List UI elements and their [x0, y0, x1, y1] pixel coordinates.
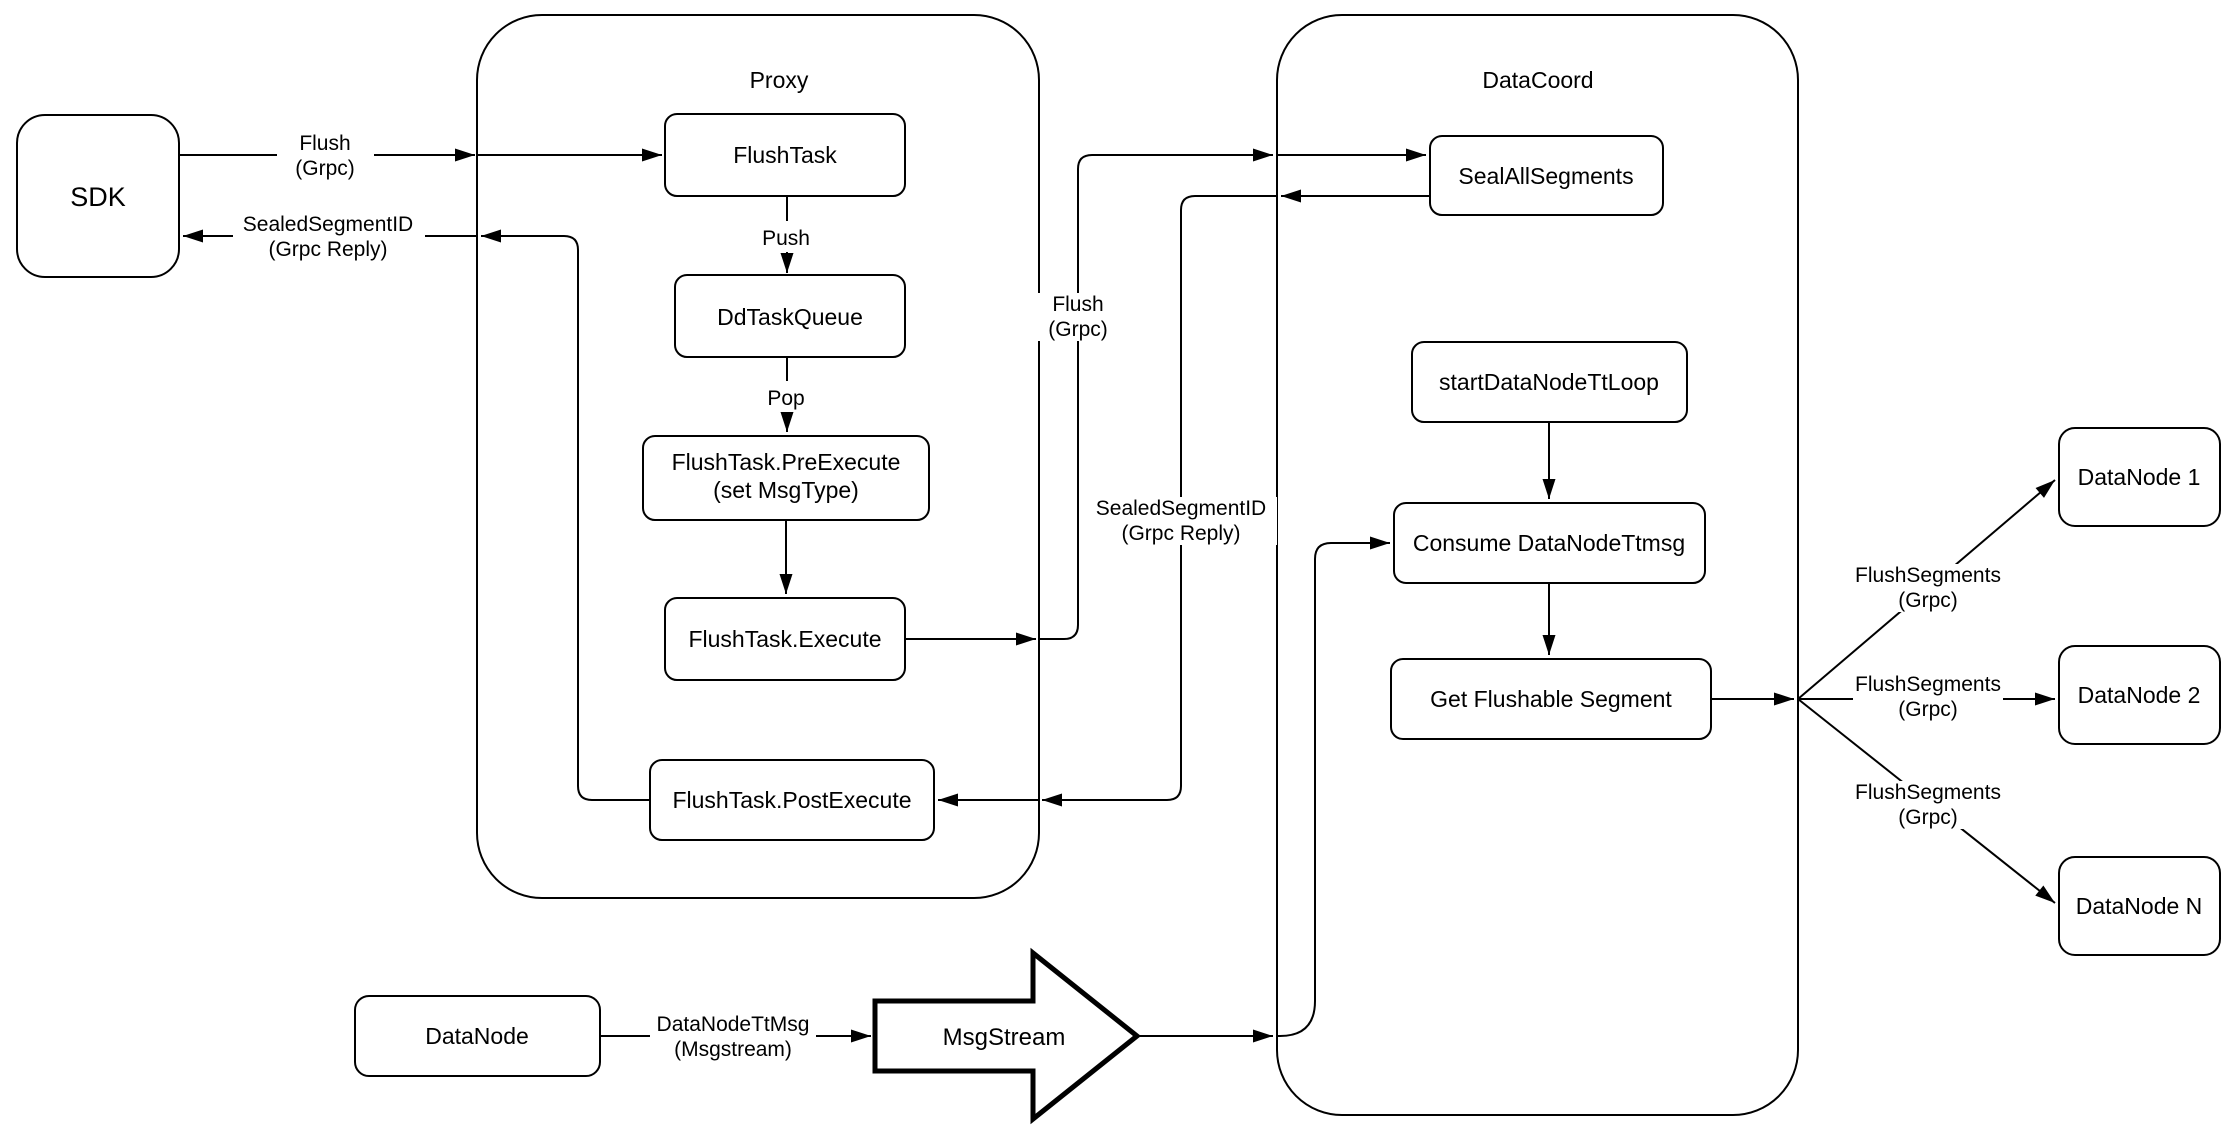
label-flush-segments-2-line1: FlushSegments — [1855, 673, 2001, 696]
label-flush-segments-1-line1: FlushSegments — [1855, 564, 2001, 587]
datanode-1-label: DataNode 1 — [2078, 464, 2201, 490]
datanode-1-node — [2058, 427, 2221, 527]
label-seal-reply: SealedSegmentID (Grpc Reply) — [1085, 497, 1277, 545]
label-flush-segments-1-line2: (Grpc) — [1898, 589, 1958, 612]
edge-reply-to-sdk-1 — [481, 229, 650, 801]
msgstream-label: MsgStream — [943, 1024, 1066, 1051]
post-execute-label: FlushTask.PostExecute — [672, 787, 911, 813]
start-datanode-tt-loop-label: startDataNodeTtLoop — [1439, 369, 1659, 395]
label-flush-segments-2-line2: (Grpc) — [1898, 698, 1958, 721]
datacoord-title: DataCoord — [1482, 67, 1593, 93]
label-sdk-flush-line2: (Grpc) — [295, 157, 355, 180]
label-seal-reply-line2: (Grpc Reply) — [1121, 522, 1240, 545]
sdk-node — [16, 114, 180, 278]
label-flush-segments-3: FlushSegments (Grpc) — [1853, 781, 2003, 829]
datanode-n-node — [2058, 856, 2221, 956]
label-sdk-reply: SealedSegmentID (Grpc Reply) — [233, 213, 425, 261]
msgstream-block-arrow — [872, 947, 1142, 1125]
label-datanode-ttmsg: DataNodeTtMsg (Msgstream) — [650, 1013, 816, 1061]
label-sdk-reply-line1: SealedSegmentID — [243, 213, 413, 236]
seal-all-segments-node — [1429, 135, 1664, 216]
proxy-title: Proxy — [750, 67, 809, 93]
dd-task-queue-label: DdTaskQueue — [717, 304, 863, 330]
datanode-n-label: DataNode N — [2076, 893, 2203, 919]
label-datanode-ttmsg-line1: DataNodeTtMsg — [657, 1013, 810, 1036]
label-pop-text: Pop — [767, 387, 804, 410]
edge-execute-flush-2 — [1039, 148, 1273, 640]
label-push: Push — [756, 221, 817, 252]
label-execute-flush-line1: Flush — [1052, 293, 1103, 316]
datanode-2-node — [2058, 645, 2221, 745]
label-execute-flush: Flush (Grpc) — [1030, 293, 1127, 341]
get-flushable-segment-label: Get Flushable Segment — [1430, 686, 1672, 712]
label-datanode-ttmsg-line2: (Msgstream) — [674, 1038, 792, 1061]
label-flush-segments-1: FlushSegments (Grpc) — [1853, 564, 2003, 612]
edge-msgstream-to-consume — [1277, 536, 1390, 1037]
proxy-container — [476, 14, 1040, 899]
execute-label: FlushTask.Execute — [688, 626, 881, 652]
pre-execute-label-line2: (set MsgType) — [713, 477, 859, 503]
label-push-text: Push — [762, 227, 810, 250]
datanode-2-label: DataNode 2 — [2078, 682, 2201, 708]
seal-all-segments-label: SealAllSegments — [1458, 163, 1633, 189]
label-flush-segments-2: FlushSegments (Grpc) — [1853, 673, 2003, 721]
consume-datanode-ttmsg-label: Consume DataNodeTtmsg — [1413, 530, 1685, 556]
sdk-label: SDK — [70, 182, 126, 212]
label-execute-flush-line2: (Grpc) — [1048, 318, 1108, 341]
datanode-label: DataNode — [425, 1023, 529, 1049]
label-seal-reply-line1: SealedSegmentID — [1096, 497, 1266, 520]
dd-task-queue-node — [674, 274, 906, 358]
label-pop: Pop — [760, 381, 813, 412]
label-sdk-reply-line2: (Grpc Reply) — [268, 238, 387, 261]
label-sdk-flush: Flush (Grpc) — [277, 132, 374, 180]
flush-task-label: FlushTask — [733, 142, 837, 168]
label-flush-segments-3-line2: (Grpc) — [1898, 806, 1958, 829]
label-flush-segments-3-line1: FlushSegments — [1855, 781, 2001, 804]
pre-execute-label-line1: FlushTask.PreExecute — [672, 449, 901, 475]
flush-task-node — [664, 113, 906, 197]
datacoord-container — [1276, 14, 1799, 1116]
label-sdk-flush-line1: Flush — [299, 132, 350, 155]
